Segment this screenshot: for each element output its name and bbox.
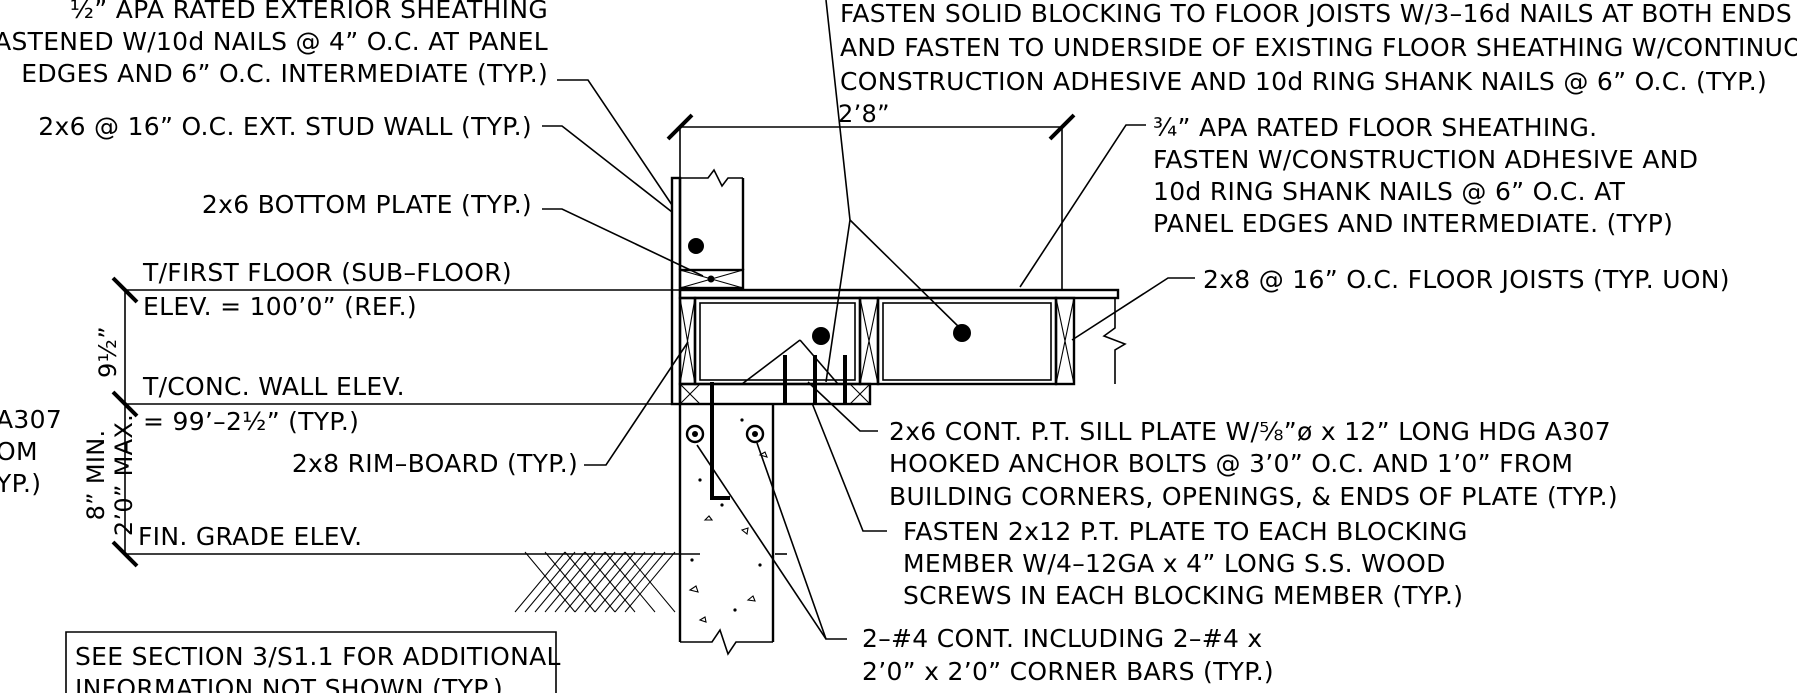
leader-lines	[542, 0, 1195, 640]
note-conc-wall-line1: T/CONC. WALL ELEV.	[142, 372, 405, 401]
note-left-cut-line2: OM	[0, 437, 38, 466]
see-section-line2: INFORMATION NOT SHOWN (TYP.)	[75, 674, 503, 693]
note-sill-plate: 2x6 CONT. P.T. SILL PLATE W/⅝”ø x 12” LO…	[889, 417, 1618, 511]
note-sheathing-ext: ½” APA RATED EXTERIOR SHEATHING FASTENED…	[0, 0, 548, 88]
note-bottom-plate: 2x6 BOTTOM PLATE (TYP.)	[202, 190, 532, 219]
dim-blocking-width: 2’8”	[838, 100, 890, 128]
note-blocking-line1: FASTEN SOLID BLOCKING TO FLOOR JOISTS W/…	[840, 0, 1792, 28]
note-floor-sheathing: ¾” APA RATED FLOOR SHEATHING. FASTEN W/C…	[1153, 113, 1698, 238]
note-first-floor-line2: ELEV. = 100’0” (REF.)	[143, 292, 417, 321]
sill-plate	[678, 382, 872, 406]
note-fasten-plate-line3: SCREWS IN EACH BLOCKING MEMBER (TYP.)	[903, 581, 1463, 610]
dim-floor-depth: 9½”	[94, 326, 122, 378]
note-fasten-plate-line1: FASTEN 2x12 P.T. PLATE TO EACH BLOCKING	[903, 517, 1468, 546]
note-sheathing-ext-line3: EDGES AND 6” O.C. INTERMEDIATE (TYP.)	[21, 59, 548, 88]
note-rim-board: 2x8 RIM–BOARD (TYP.)	[292, 449, 578, 478]
note-floor-sheathing-line2: FASTEN W/CONSTRUCTION ADHESIVE AND	[1153, 145, 1698, 174]
note-sill-plate-line2: HOOKED ANCHOR BOLTS @ 3’0” O.C. AND 1’0”…	[889, 449, 1573, 478]
note-stud-wall: 2x6 @ 16” O.C. EXT. STUD WALL (TYP.)	[38, 112, 532, 141]
concrete-foundation	[678, 382, 775, 656]
note-first-floor-line1: T/FIRST FLOOR (SUB–FLOOR)	[142, 258, 512, 287]
note-left-cut-line3: YP.)	[0, 469, 41, 498]
note-first-floor: T/FIRST FLOOR (SUB–FLOOR) ELEV. = 100’0”…	[142, 258, 512, 321]
note-left-cut: A307 OM YP.)	[0, 405, 62, 498]
note-rebar-line2: 2’0” x 2’0” CORNER BARS (TYP.)	[862, 657, 1274, 686]
note-floor-sheathing-line1: ¾” APA RATED FLOOR SHEATHING.	[1153, 113, 1597, 142]
note-rebar: 2–#4 CONT. INCLUDING 2–#4 x 2’0” x 2’0” …	[862, 624, 1274, 686]
note-blocking-line2: AND FASTEN TO UNDERSIDE OF EXISTING FLOO…	[840, 33, 1797, 62]
note-sheathing-ext-line2: FASTENED W/10d NAILS @ 4” O.C. AT PANEL	[0, 27, 548, 56]
note-fin-grade: FIN. GRADE ELEV.	[138, 522, 362, 551]
dim-min: 8” MIN.	[82, 430, 110, 521]
note-fasten-plate-line2: MEMBER W/4–12GA x 4” LONG S.S. WOOD	[903, 549, 1446, 578]
floor-framing	[678, 288, 1127, 404]
note-floor-sheathing-line4: PANEL EDGES AND INTERMEDIATE. (TYP)	[1153, 209, 1673, 238]
note-sheathing-ext-line1: ½” APA RATED EXTERIOR SHEATHING	[70, 0, 548, 24]
note-left-cut-line1: A307	[0, 405, 62, 434]
see-section-note: SEE SECTION 3/S1.1 FOR ADDITIONAL INFORM…	[65, 631, 561, 693]
dimension-lines	[111, 113, 1076, 568]
note-floor-sheathing-line3: 10d RING SHANK NAILS @ 6” O.C. AT	[1153, 177, 1626, 206]
note-sill-plate-line1: 2x6 CONT. P.T. SILL PLATE W/⅝”ø x 12” LO…	[889, 417, 1611, 446]
note-sill-plate-line3: BUILDING CORNERS, OPENINGS, & ENDS OF PL…	[889, 482, 1618, 511]
note-fasten-plate: FASTEN 2x12 P.T. PLATE TO EACH BLOCKING …	[903, 517, 1468, 610]
note-conc-wall: T/CONC. WALL ELEV. = 99’–2½” (TYP.)	[142, 372, 405, 436]
dim-max: 2’0” MAX.	[110, 414, 138, 536]
see-section-line1: SEE SECTION 3/S1.1 FOR ADDITIONAL	[75, 642, 561, 671]
note-blocking: FASTEN SOLID BLOCKING TO FLOOR JOISTS W/…	[840, 0, 1797, 96]
note-conc-wall-line2: = 99’–2½” (TYP.)	[143, 407, 359, 436]
note-blocking-line3: CONSTRUCTION ADHESIVE AND 10d RING SHANK…	[840, 67, 1767, 96]
note-rebar-line1: 2–#4 CONT. INCLUDING 2–#4 x	[862, 624, 1263, 653]
note-floor-joists: 2x8 @ 16” O.C. FLOOR JOISTS (TYP. UON)	[1203, 265, 1730, 294]
grade-hatch	[514, 551, 676, 613]
